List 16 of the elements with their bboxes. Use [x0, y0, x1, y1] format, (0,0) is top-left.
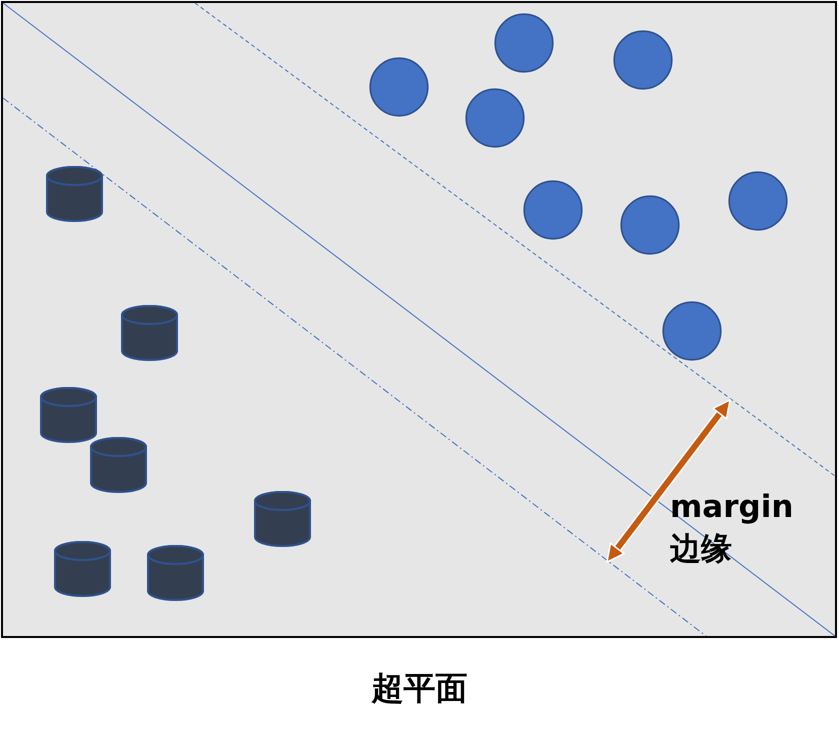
cylinder-data-point: [90, 437, 146, 493]
circle-data-point: [523, 180, 583, 240]
circle-data-point: [613, 30, 673, 90]
cylinder-data-point: [54, 541, 110, 597]
circle-data-point: [662, 301, 722, 361]
caption: 超平面: [372, 669, 468, 707]
cylinder-data-point: [120, 305, 178, 361]
circle-data-point: [465, 88, 525, 148]
cylinder-data-point: [40, 387, 96, 443]
circle-data-point: [620, 195, 680, 255]
cylinder-data-point: [46, 166, 102, 222]
circle-data-point: [494, 13, 554, 73]
cylinder-data-point: [254, 491, 310, 547]
cylinder-data-point: [146, 545, 204, 601]
circle-data-point: [369, 57, 429, 117]
circle-data-point: [728, 171, 788, 231]
